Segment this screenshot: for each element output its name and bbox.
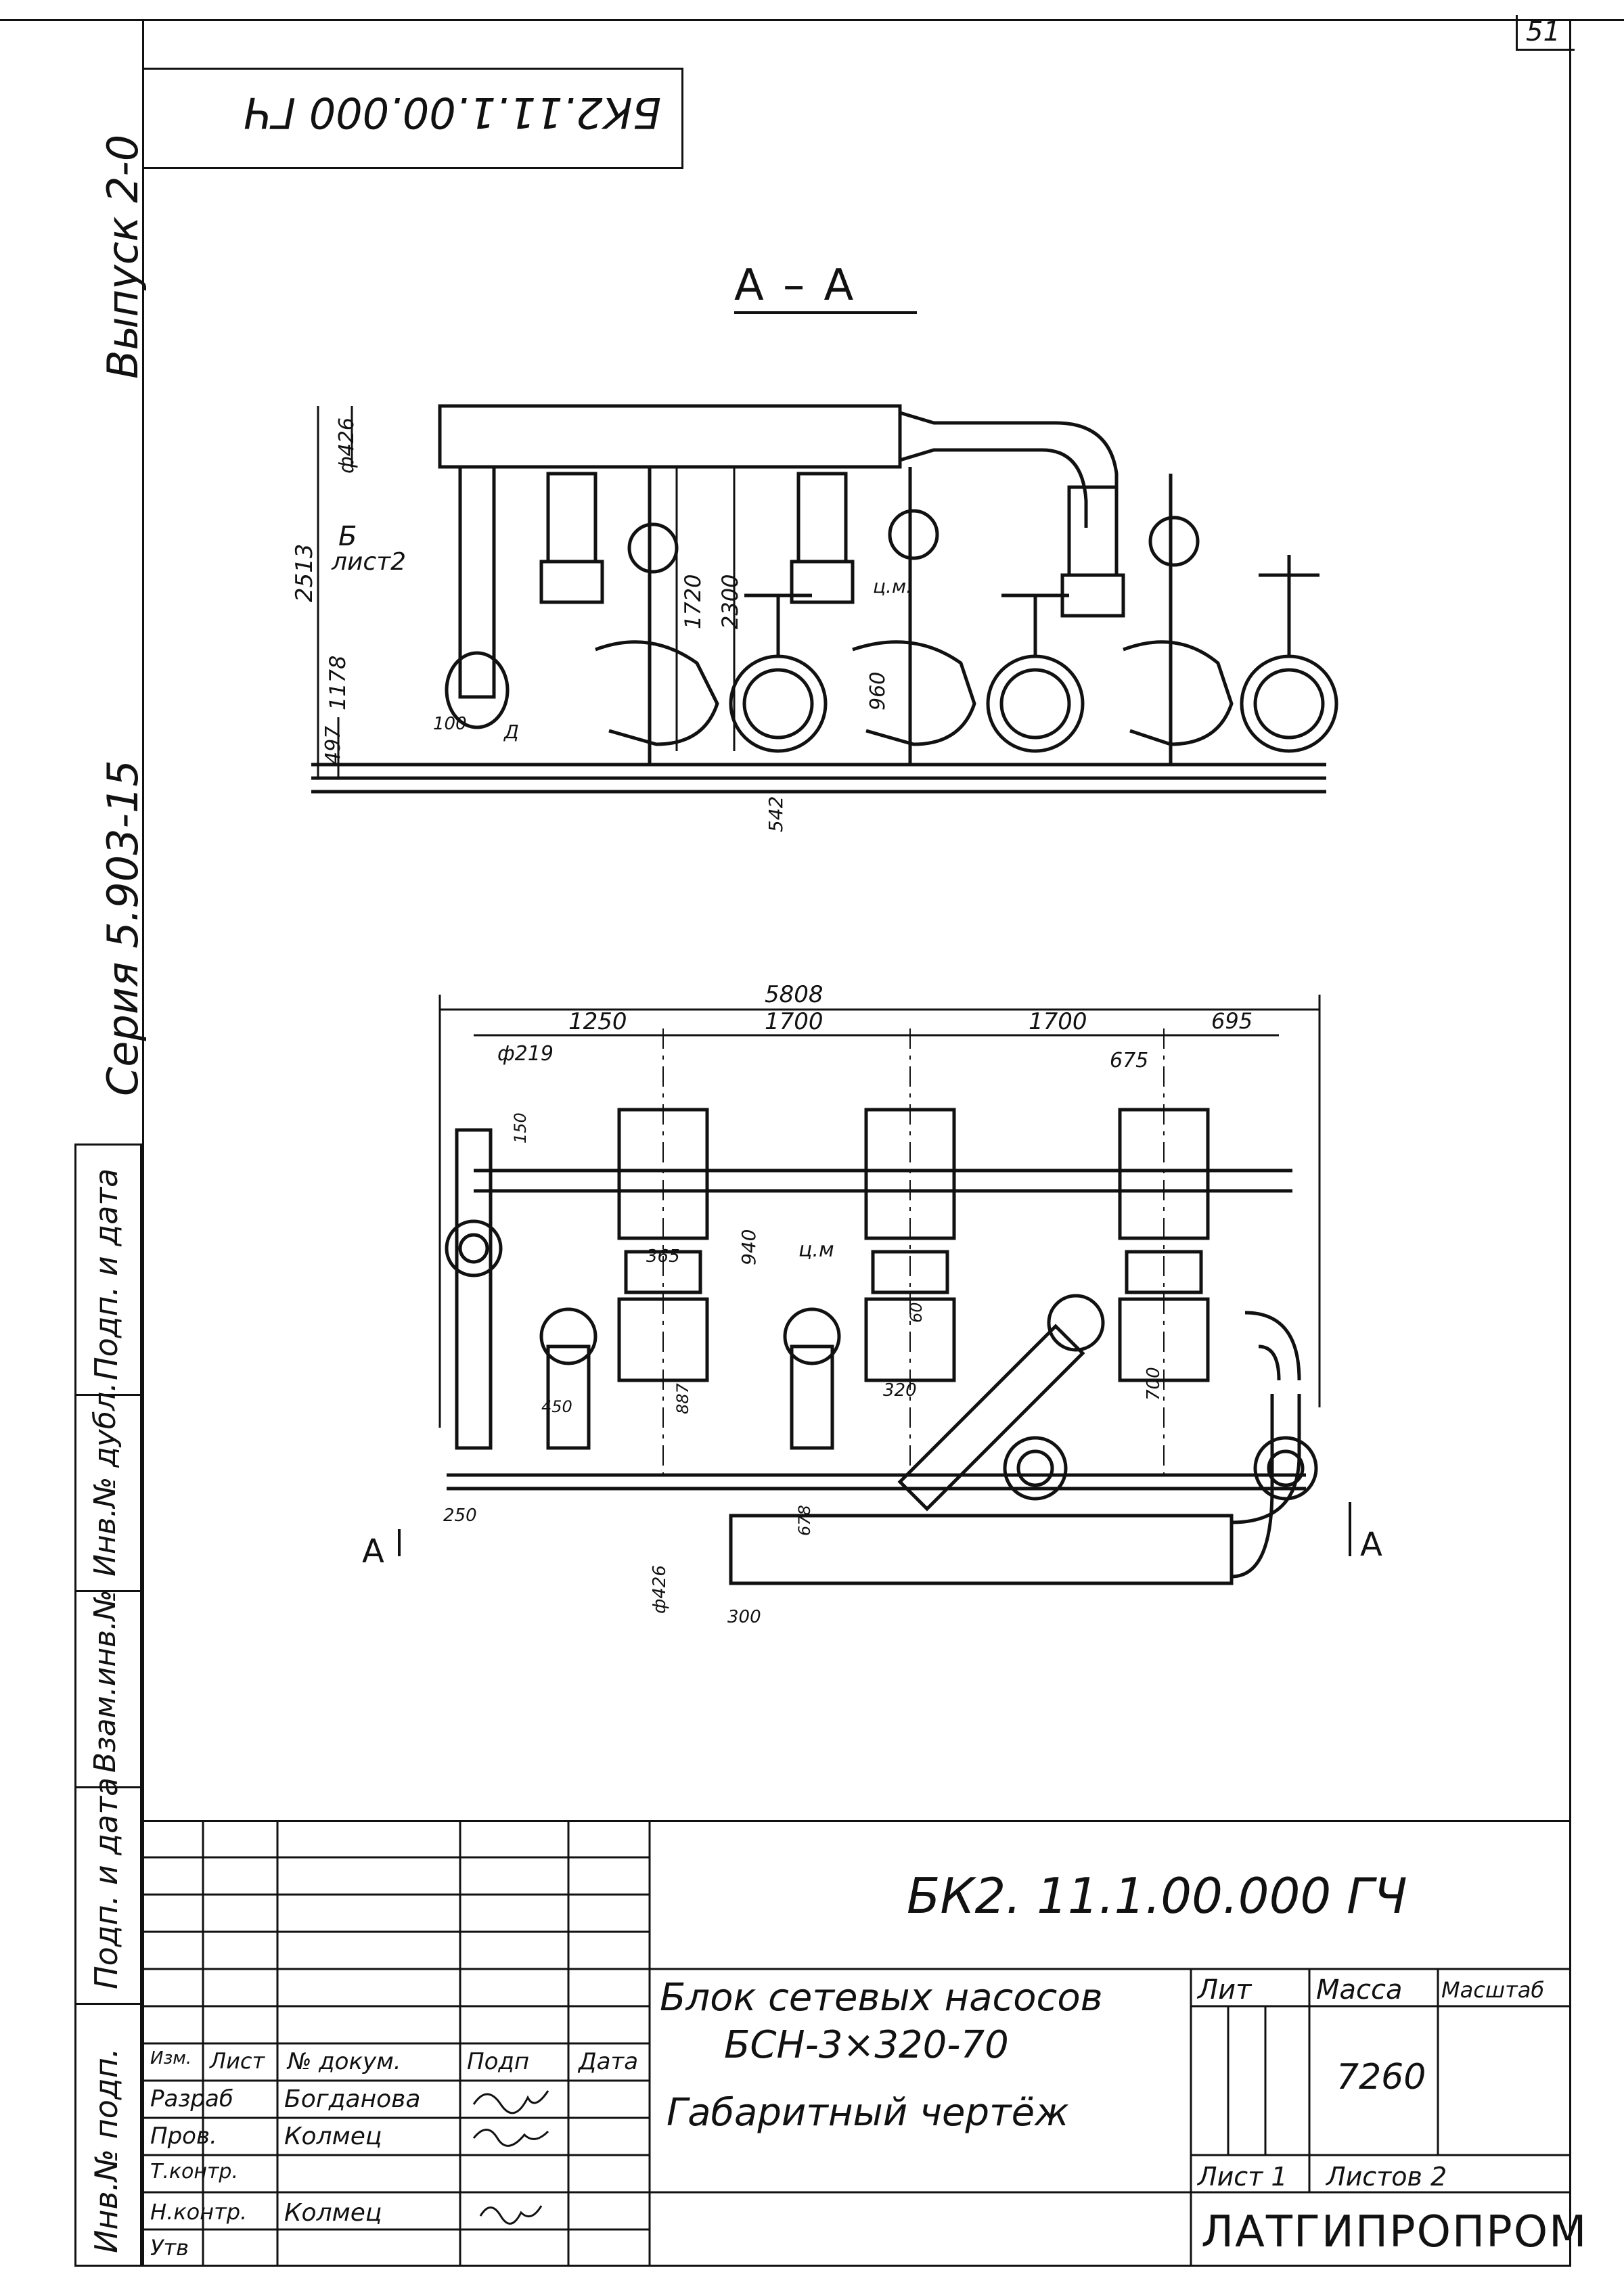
header-list: Лист	[210, 2048, 265, 2074]
dim-label: 100	[433, 714, 467, 734]
sheet-number: 51	[1516, 15, 1575, 51]
plan-dim: 1250	[568, 1008, 627, 1035]
role-label: Н.контр.	[150, 2199, 248, 2225]
plan-dim: 450	[541, 1397, 572, 1416]
mass-value: 7260	[1336, 2057, 1426, 2098]
header-izm: Изм.	[150, 2048, 192, 2068]
section-title-underline	[734, 311, 917, 314]
left-stamp-divider	[74, 1590, 142, 1592]
cm-note: ц.м.	[873, 575, 912, 597]
sheet-label: Лист 1	[1198, 2162, 1288, 2192]
section-title: А – А	[734, 261, 857, 311]
plan-dim: 675	[1110, 1049, 1149, 1072]
plan-cm-note: ц.м	[798, 1238, 834, 1262]
left-stamp-divider	[74, 1394, 142, 1396]
role-label: Т.контр.	[150, 2160, 239, 2183]
plan-dim: 250	[443, 1505, 477, 1526]
role-label: Разраб	[150, 2085, 233, 2112]
person-name: Колмец	[284, 2199, 382, 2227]
plan-dim: ф219	[497, 1042, 554, 1066]
sheets-label: Листов 2	[1326, 2162, 1447, 2192]
plan-dim: 1700	[765, 1008, 824, 1035]
role-label: Утв	[150, 2235, 189, 2261]
doc-name-line1: Блок сетевых насосов	[660, 1976, 1103, 2020]
signature	[472, 2129, 549, 2147]
lit-label: Лит	[1198, 1974, 1252, 2006]
header-pipe	[438, 404, 902, 469]
drawing-designation: БК2. 11.1.00.000 ГЧ	[907, 1867, 1407, 1924]
signature	[472, 2090, 549, 2114]
mass-label: Масса	[1316, 1974, 1403, 2006]
plan-dim: 695	[1211, 1008, 1253, 1034]
plan-overall-dim: 5808	[765, 981, 824, 1008]
scale-label: Масштаб	[1441, 1977, 1545, 2003]
left-stamp-divider	[74, 2003, 142, 2005]
plan-dim: 1700	[1029, 1008, 1087, 1035]
plan-dim: 320	[883, 1380, 917, 1401]
header-doc: № докум.	[288, 2048, 401, 2075]
doc-name-line2: БСН-3×320-70	[724, 2023, 1009, 2067]
header-sign: Подп	[467, 2048, 530, 2075]
plan-dim: 365	[646, 1246, 680, 1267]
person-name: Богданова	[284, 2085, 421, 2113]
left-stamp-divider	[74, 1786, 142, 1788]
organization: ЛАТГИПРОПРОМ	[1201, 2207, 1588, 2257]
left-stamp-column	[74, 1144, 142, 2267]
d-note: Д	[504, 721, 519, 743]
doc-name-line3: Габаритный чертёж	[667, 2091, 1069, 2135]
lower-header-pipe	[729, 1514, 1234, 1585]
signature	[479, 2205, 543, 2225]
role-label: Пров.	[150, 2123, 217, 2150]
corner-stamp-box	[142, 68, 683, 169]
header-date: Дата	[579, 2048, 639, 2075]
drawing-frame	[142, 19, 1571, 2267]
ref-sheet: лист2	[332, 548, 407, 576]
ref-label: Б	[338, 521, 357, 552]
plan-dim: 300	[727, 1607, 761, 1627]
section-mark-left: А	[362, 1533, 384, 1570]
section-mark-right: А	[1360, 1526, 1382, 1564]
person-name: Колмец	[284, 2123, 382, 2150]
title-block	[142, 1820, 1571, 2267]
